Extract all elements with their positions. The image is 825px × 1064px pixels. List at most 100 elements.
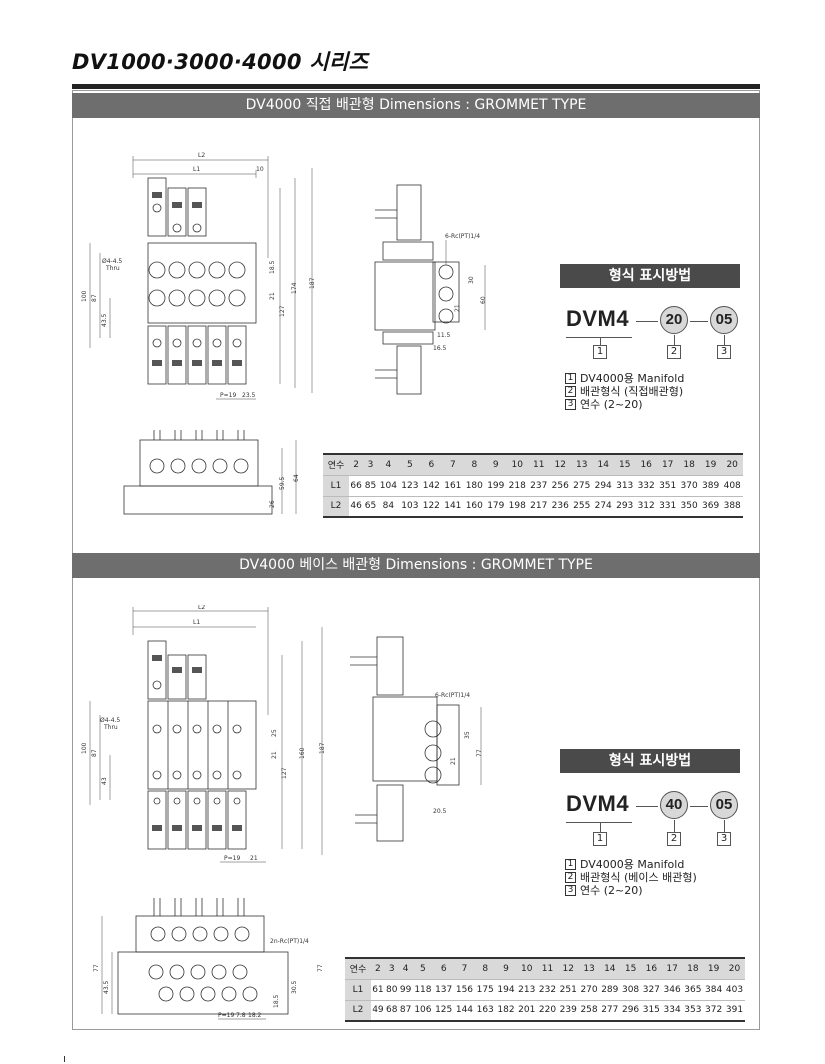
dim-b64: 64: [293, 474, 300, 482]
dim-L2: L2: [198, 605, 205, 611]
code-underline: [566, 822, 632, 823]
table-header-cell: 13: [578, 957, 600, 980]
dim-b43-5: 43.5: [103, 980, 110, 994]
table-header-cell: 17: [661, 957, 683, 980]
table-cell: 87: [398, 1000, 413, 1022]
table-header-cell: 14: [599, 957, 621, 980]
table-cell: 156: [454, 979, 475, 1001]
dim-s30: 30: [468, 276, 475, 284]
code-num-3: 3: [717, 832, 731, 846]
table-cell: 408: [721, 475, 743, 497]
table-cell: 258: [578, 1000, 600, 1022]
dim-100: 100: [81, 742, 88, 754]
dim-b77: 77: [93, 964, 100, 972]
legend-num: 2: [565, 872, 576, 883]
code-dash: [690, 806, 708, 807]
table-cell: L2: [345, 1000, 371, 1022]
table-cell: 122: [420, 496, 443, 518]
table-cell: 365: [682, 979, 704, 1001]
table-cell: 125: [433, 1000, 455, 1022]
table-header-cell: 6: [433, 957, 455, 980]
legend-num: 3: [565, 885, 576, 896]
dim-hole: Ø4-4.5: [102, 258, 122, 265]
table-header-cell: 3: [363, 453, 378, 476]
dim-L1: L1: [193, 166, 200, 173]
legend-text: DV4000용 Manifold: [580, 372, 685, 385]
code-part1: 40: [660, 791, 688, 819]
code-num-2: 2: [667, 832, 681, 846]
code-leader: [600, 822, 601, 832]
dim-s77: 77: [476, 749, 483, 757]
table-cell: 218: [506, 475, 529, 497]
table-header-cell: 8: [474, 957, 496, 980]
dim-43: 43: [101, 777, 108, 785]
table-cell: 256: [549, 475, 571, 497]
dim-18-5: 18.5: [269, 260, 276, 274]
table-cell: 46: [349, 496, 364, 518]
dim-pitch: P=19: [224, 855, 240, 862]
table-header-cell: 6: [420, 453, 443, 476]
table-header-cell: 15: [620, 957, 641, 980]
dim-b7-8: 7.8: [236, 1012, 246, 1019]
dim-b77r: 77: [317, 964, 324, 972]
code-leader: [674, 335, 675, 345]
dim-s21: 21: [450, 757, 457, 765]
table-cell: L2: [323, 496, 349, 518]
dim-160: 160: [299, 747, 306, 759]
dim-port: 6-Rc(PT)1/4: [435, 692, 470, 699]
code-num-1: 1: [593, 345, 607, 359]
table-cell: 351: [656, 475, 679, 497]
table-cell: 369: [699, 496, 722, 518]
dim-10: 10: [256, 166, 264, 173]
dim-b26: 26: [269, 500, 276, 508]
table-cell: 49: [371, 1000, 385, 1022]
table-cell: 141: [442, 496, 464, 518]
table-cell: 388: [721, 496, 743, 518]
code-num-2: 2: [667, 345, 681, 359]
title-rule: [72, 84, 760, 89]
dim-b18-2: 18.2: [248, 1012, 262, 1019]
dim-bp19: P=19: [218, 1012, 234, 1019]
table-cell: 68: [384, 1000, 399, 1022]
table-cell: 274: [592, 496, 614, 518]
drawing-base-bottom: 2n-Rc(PT)1/4 77 77 43.5 30.5 18.5 P=19 7…: [88, 892, 338, 1027]
legend-text: 배관형식 (직접배관형): [580, 385, 684, 398]
table-header-cell: 4: [377, 453, 400, 476]
table-header-cell: 4: [398, 957, 413, 980]
table-cell: 180: [463, 475, 486, 497]
table-cell: 99: [398, 979, 413, 1001]
table-cell: 370: [678, 475, 700, 497]
dim-L1: L1: [193, 619, 200, 626]
table-header-cell: 3: [384, 957, 399, 980]
legend-text: DV4000용 Manifold: [580, 858, 685, 871]
table-cell: 123: [399, 475, 421, 497]
drawing-direct-front: L2 L1 10 Ø4-4.5 Thru 100 87 43.5 18.5 21…: [80, 148, 330, 413]
dim-87: 87: [91, 749, 98, 757]
dim-127: 127: [281, 767, 288, 779]
table-cell: 372: [703, 1000, 725, 1022]
table-cell: 384: [703, 979, 725, 1001]
dim-127: 127: [279, 305, 286, 317]
code-heading: 형식 표시방법: [560, 264, 740, 288]
table-header-cell: 18: [682, 957, 704, 980]
code-heading: 형식 표시방법: [560, 749, 740, 773]
code-part2: 05: [710, 306, 738, 334]
table-cell: 236: [549, 496, 571, 518]
legend-text: 연수 (2~20): [580, 398, 643, 411]
legend-text: 연수 (2~20): [580, 884, 643, 897]
code-leader: [600, 337, 601, 345]
dim-s21: 21: [454, 304, 461, 312]
table-cell: 199: [485, 475, 507, 497]
code-num-1: 1: [593, 832, 607, 846]
table-cell: 331: [656, 496, 679, 518]
